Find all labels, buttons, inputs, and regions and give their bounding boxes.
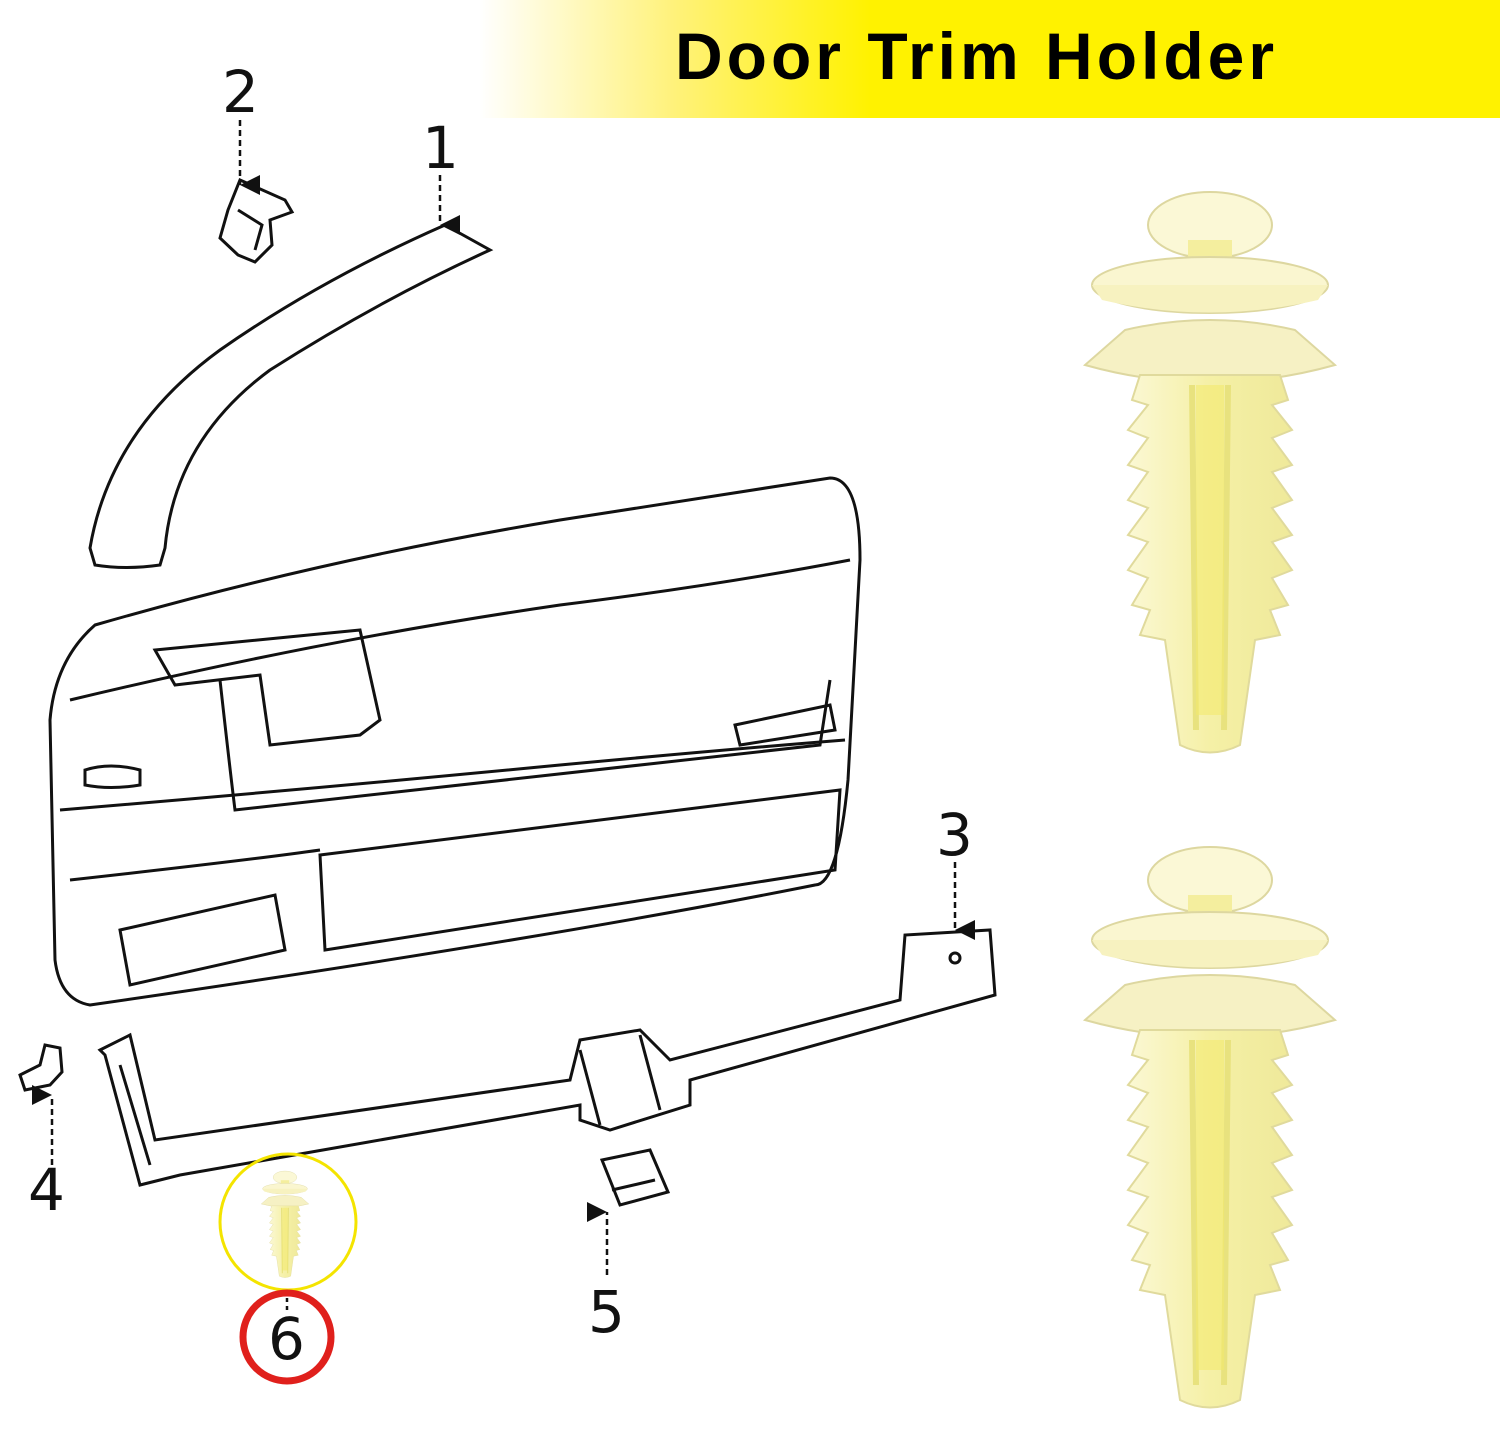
door-trim-panel bbox=[48, 476, 862, 1007]
callout-leader-lines bbox=[32, 120, 975, 1310]
trim-clip-photo-top bbox=[1085, 192, 1335, 753]
trim-clip-photo-bottom bbox=[1085, 847, 1335, 1408]
callout-1: 1 bbox=[422, 114, 459, 182]
part-5-clip bbox=[599, 1148, 671, 1207]
part-6-highlight: 6 bbox=[218, 1152, 358, 1385]
callout-2: 2 bbox=[222, 58, 259, 126]
part-4-clip bbox=[18, 1043, 64, 1092]
title-banner: Door Trim Holder bbox=[0, 0, 1500, 118]
callout-3: 3 bbox=[936, 801, 973, 869]
lower-trim-strip bbox=[97, 928, 997, 1187]
page-title: Door Trim Holder bbox=[675, 19, 1279, 93]
upper-trim-molding bbox=[88, 223, 494, 569]
callout-5: 5 bbox=[588, 1278, 625, 1346]
callout-4: 4 bbox=[28, 1156, 65, 1224]
callout-6: 6 bbox=[268, 1305, 305, 1373]
part-2-clip bbox=[218, 177, 295, 264]
